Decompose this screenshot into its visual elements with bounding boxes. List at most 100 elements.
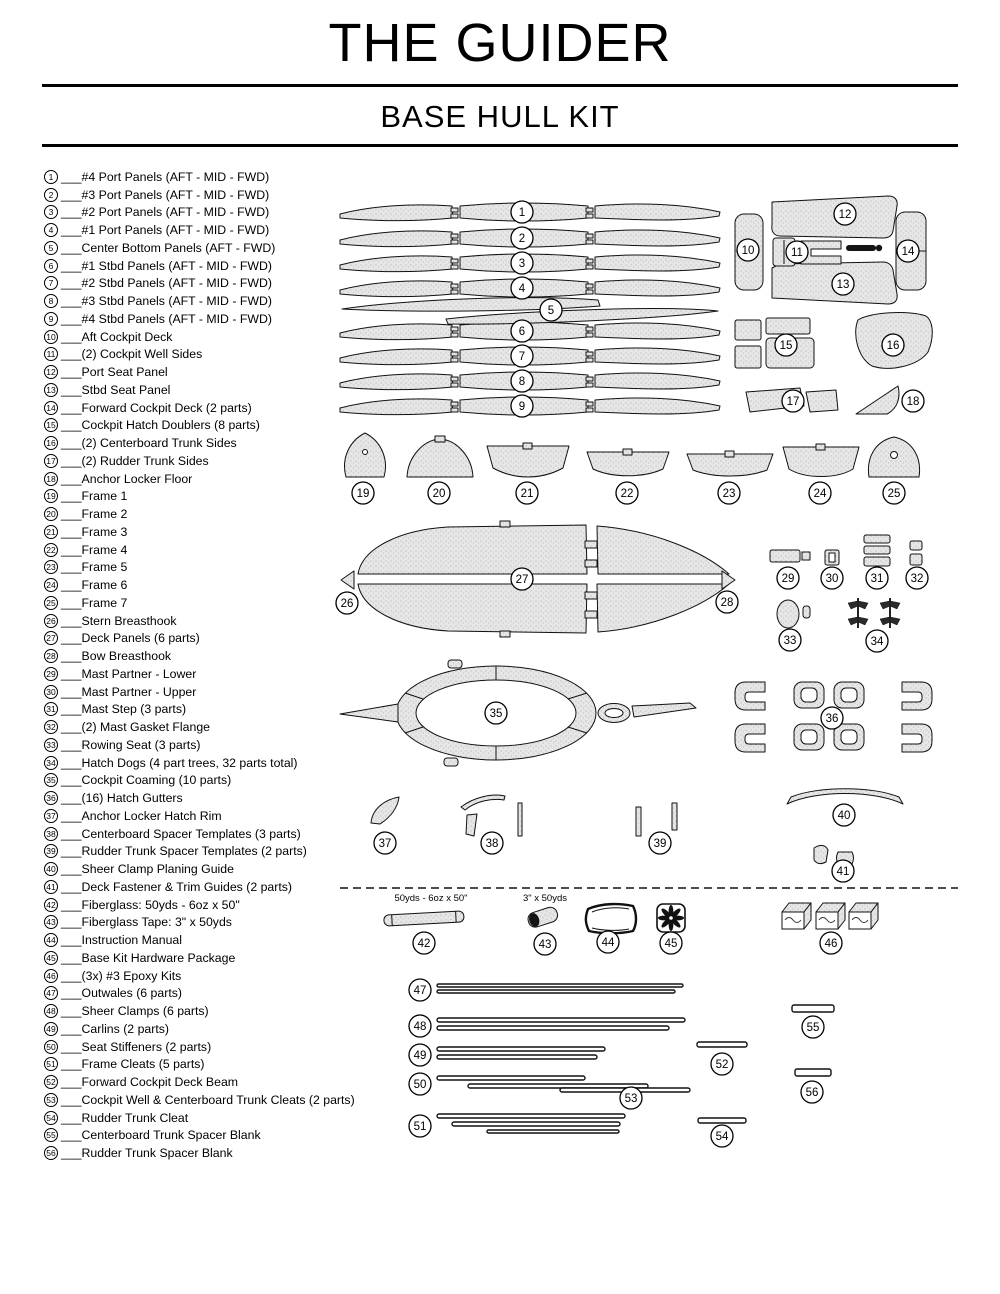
part-list-item: 49___Carlins (2 parts) (44, 1020, 355, 1038)
part-list-item: 35___Cockpit Coaming (10 parts) (44, 772, 355, 790)
check-blank-line: ___ (61, 578, 82, 593)
diagram-part-callout: 25 (882, 481, 906, 505)
part-label: Frame 2 (81, 507, 128, 522)
part-list-item: 10___Aft Cockpit Deck (44, 328, 355, 346)
part-label: Instruction Manual (81, 933, 183, 948)
shape-part-46-epoxy-kits (781, 902, 879, 930)
diagram-part-callout: 17 (781, 389, 805, 413)
svg-text:40: 40 (838, 810, 851, 822)
part-number-badge: 24 (44, 578, 58, 593)
check-blank-line: ___ (61, 826, 82, 841)
part-label: Cockpit Well & Centerboard Trunk Cleats … (81, 1092, 355, 1107)
diagram-part-callout: 12 (833, 202, 857, 226)
check-blank-line: ___ (61, 365, 82, 380)
svg-text:36: 36 (826, 713, 839, 725)
svg-text:10: 10 (742, 245, 755, 257)
part-list-item: 28___Bow Breasthook (44, 647, 355, 665)
svg-text:44: 44 (602, 937, 615, 949)
part-number-badge: 22 (44, 542, 58, 557)
check-blank-line: ___ (61, 1110, 82, 1125)
check-blank-line: ___ (61, 791, 82, 806)
diagram-part-callout: 47 (408, 978, 432, 1002)
tool-bar-icon (846, 244, 883, 252)
part-label: (2) Mast Gasket Flange (81, 720, 211, 735)
diagram-part-callout: 56 (800, 1080, 824, 1104)
check-blank-line: ___ (61, 187, 82, 202)
part-label: Deck Fastener & Trim Guides (2 parts) (81, 879, 293, 894)
diagram-part-callout: 18 (901, 389, 925, 413)
svg-text:38: 38 (486, 838, 499, 850)
svg-text:53: 53 (625, 1093, 638, 1105)
diagram-part-callout: 6 (510, 319, 534, 343)
shape-part-33-rowing-seat (776, 599, 811, 629)
diagram-part-callout: 39 (648, 831, 672, 855)
part-list-item: 17___(2) Rudder Trunk Sides (44, 452, 355, 470)
part-label: Frame 4 (81, 542, 128, 557)
svg-text:28: 28 (721, 597, 734, 609)
diagram-part-callout: 27 (510, 567, 534, 591)
part-label: #1 Port Panels (AFT - MID - FWD) (81, 223, 270, 238)
svg-text:30: 30 (826, 573, 839, 585)
diagram-part-callout: 54 (710, 1124, 734, 1148)
check-blank-line: ___ (61, 223, 82, 238)
part-list-item: 27___Deck Panels (6 parts) (44, 630, 355, 648)
part-label: Hatch Dogs (4 part trees, 32 parts total… (81, 755, 298, 770)
part-label: Base Kit Hardware Package (81, 950, 236, 965)
part-label: Rudder Trunk Spacer Templates (2 parts) (81, 844, 307, 859)
check-blank-line: ___ (61, 1128, 82, 1143)
check-blank-line: ___ (61, 240, 82, 255)
svg-text:45: 45 (665, 938, 678, 950)
diagram-part-callout: 13 (831, 272, 855, 296)
diagram-part-callout: 30 (820, 566, 844, 590)
part-label: Carlins (2 parts) (81, 1021, 169, 1036)
part-number-badge: 18 (44, 471, 58, 486)
check-blank-line: ___ (61, 968, 82, 983)
check-blank-line: ___ (61, 773, 82, 788)
check-blank-line: ___ (61, 294, 82, 309)
shape-part-43-fiberglass-tape: 3" x 50yds (523, 893, 567, 928)
part-number-badge: 54 (44, 1110, 58, 1125)
part-label: Bow Breasthook (81, 649, 172, 664)
part-number-badge: 17 (44, 453, 58, 468)
part-label: Centerboard Trunk Spacer Blank (81, 1128, 261, 1143)
svg-text:21: 21 (521, 488, 534, 500)
diagram-part-callout: 53 (619, 1086, 643, 1110)
shape-part-30-mast-partner-upper (824, 549, 840, 566)
check-blank-line: ___ (61, 915, 82, 930)
part-list-item: 14___Forward Cockpit Deck (2 parts) (44, 399, 355, 417)
shape-part-18-anchor-locker-floor (855, 385, 900, 415)
diagram-part-callout: 31 (865, 566, 889, 590)
svg-text:26: 26 (341, 598, 354, 610)
part-list-item: 24___Frame 6 (44, 576, 355, 594)
part-list-item: 23___Frame 5 (44, 559, 355, 577)
part-label: #2 Stbd Panels (AFT - MID - FWD) (81, 276, 272, 291)
part-list-item: 50___Seat Stiffeners (2 parts) (44, 1038, 355, 1056)
diagram-part-callout: 20 (427, 481, 451, 505)
part-label: Frame 6 (81, 578, 128, 593)
fiberglass-tape-annotation: 3" x 50yds (523, 893, 567, 904)
part-list-item: 41___Deck Fastener & Trim Guides (2 part… (44, 878, 355, 896)
part-number-badge: 32 (44, 720, 58, 735)
part-list-item: 47___Outwales (6 parts) (44, 985, 355, 1003)
part-list-item: 20___Frame 2 (44, 505, 355, 523)
check-blank-line: ___ (61, 400, 82, 415)
part-number-badge: 14 (44, 400, 58, 415)
part-number-badge: 35 (44, 773, 58, 788)
part-list-item: 29___Mast Partner - Lower (44, 665, 355, 683)
part-label: #4 Port Panels (AFT - MID - FWD) (81, 169, 270, 184)
check-blank-line: ___ (61, 489, 82, 504)
diagram-part-callout: 55 (801, 1015, 825, 1039)
part-number-badge: 2 (44, 187, 58, 202)
part-list-item: 53___Cockpit Well & Centerboard Trunk Cl… (44, 1091, 355, 1109)
check-blank-line: ___ (61, 1092, 82, 1107)
diagram-part-callout: 37 (373, 831, 397, 855)
diagram-part-callout: 19 (351, 481, 375, 505)
check-blank-line: ___ (61, 737, 82, 752)
svg-text:3: 3 (519, 258, 525, 270)
part-list-item: 15___Cockpit Hatch Doublers (8 parts) (44, 417, 355, 435)
svg-text:14: 14 (902, 246, 915, 258)
check-blank-line: ___ (61, 311, 82, 326)
part-label: Fiberglass Tape: 3" x 50yds (81, 915, 232, 930)
part-number-badge: 3 (44, 205, 58, 220)
svg-text:33: 33 (784, 635, 797, 647)
